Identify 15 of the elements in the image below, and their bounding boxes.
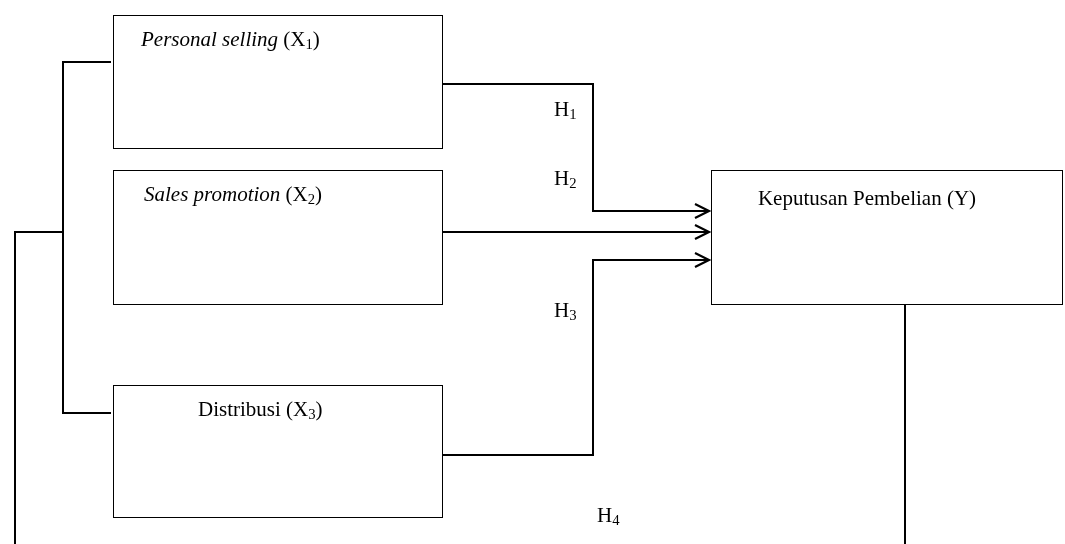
arrow — [442, 223, 711, 241]
variable-label: Sales promotion (X$_{2}$) — [144, 181, 323, 209]
hypothesis-label: H$_{3}$ — [553, 300, 578, 321]
variable-label: Personal selling (X$_{1}$) — [141, 26, 320, 54]
hypothesis-label: H$_{4}$ — [596, 505, 621, 526]
hypothesis-label: H$_{2}$ — [553, 168, 578, 189]
arrow — [442, 83, 711, 220]
variable-box — [113, 15, 443, 149]
variable-box — [113, 385, 443, 518]
variable-box — [113, 170, 443, 305]
variable-label: Distribusi (X$_{3}$) — [198, 396, 323, 424]
variable-label: Keputusan Pembelian (Y) — [756, 185, 978, 212]
variable-box — [711, 170, 1063, 305]
arrow — [442, 251, 711, 456]
hypothesis-label: H$_{1}$ — [553, 99, 578, 120]
